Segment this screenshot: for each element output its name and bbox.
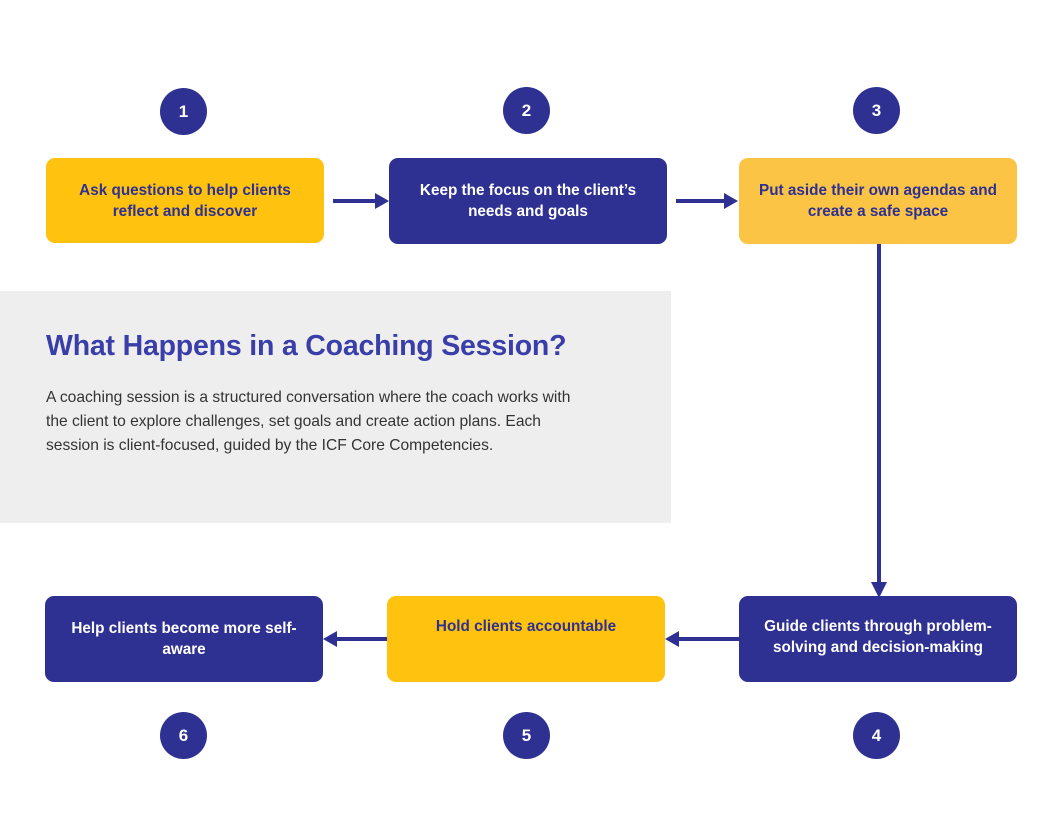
step-badge-5-number: 5 (521, 725, 532, 745)
step-box-1-label: Ask questions to help clients reflect an… (79, 181, 291, 220)
step-box-3[interactable]: Put aside their own agendas and create a… (739, 158, 1017, 244)
step-box-5[interactable]: Hold clients accountable (387, 596, 665, 682)
page-title: What Happens in a Coaching Session? (46, 330, 567, 362)
step-box-3-label: Put aside their own agendas and create a… (759, 182, 997, 220)
step-badge-6: 6 (160, 712, 207, 759)
arrow-left-icon-step5-to-step6 (323, 629, 387, 649)
step-box-6[interactable]: Help clients become more self-aware (45, 596, 323, 682)
info-panel: What Happens in a Coaching Session? A co… (0, 291, 671, 523)
step-box-4-label: Guide clients through problem-solving an… (764, 618, 992, 656)
arrow-right-icon-step2-to-step3 (676, 191, 739, 211)
arrow-head (724, 193, 738, 209)
arrow-left-icon-step4-to-step5 (665, 629, 739, 649)
step-badge-1-number: 1 (178, 101, 189, 121)
step-box-1[interactable]: Ask questions to help clients reflect an… (46, 158, 324, 243)
step-badge-5: 5 (503, 712, 550, 759)
arrow-head (375, 193, 389, 209)
step-badge-3-number: 3 (871, 100, 882, 120)
arrow-shaft (337, 637, 387, 641)
info-panel-body-text: A coaching session is a structured conve… (46, 389, 571, 454)
step-badge-1: 1 (160, 88, 207, 135)
step-badge-3: 3 (853, 87, 900, 134)
step-badge-2: 2 (503, 87, 550, 134)
arrow-head (323, 631, 337, 647)
step-box-2-label: Keep the focus on the client’s needs and… (419, 182, 637, 220)
arrow-shaft (333, 199, 377, 203)
arrow-right-icon-step1-to-step2 (333, 191, 389, 211)
arrow-shaft (877, 244, 881, 584)
step-badge-4-number: 4 (871, 725, 882, 745)
step-box-6-label: Help clients become more self-aware (71, 620, 297, 658)
step-box-2[interactable]: Keep the focus on the client’s needs and… (389, 158, 667, 244)
step-box-4[interactable]: Guide clients through problem-solving an… (739, 596, 1017, 682)
step-badge-2-number: 2 (521, 100, 532, 120)
step-badge-4: 4 (853, 712, 900, 759)
arrow-head (871, 582, 887, 598)
arrow-shaft (676, 199, 726, 203)
arrow-head (665, 631, 679, 647)
arrow-down-icon-step3-to-step4 (869, 244, 889, 598)
arrow-shaft (679, 637, 739, 641)
step-box-5-label: Hold clients accountable (435, 618, 617, 635)
step-badge-6-number: 6 (178, 725, 189, 745)
